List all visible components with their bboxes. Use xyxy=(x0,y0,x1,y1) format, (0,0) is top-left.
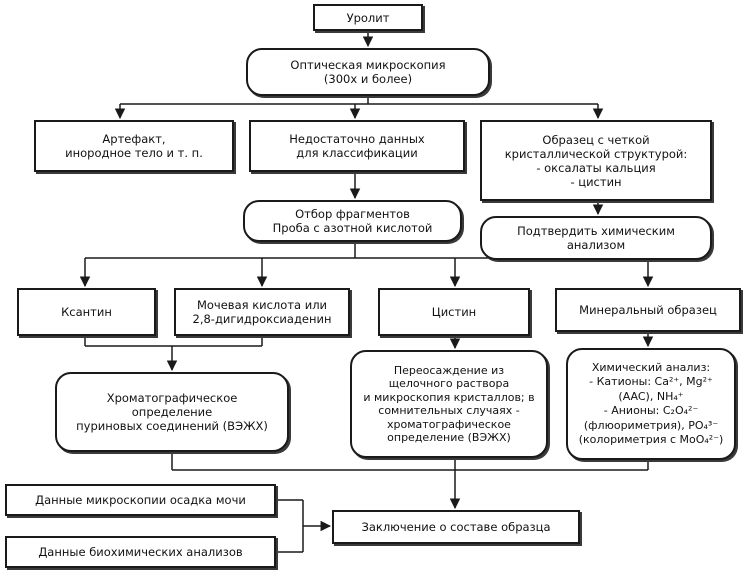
node-conclusion: Заключение о составе образца xyxy=(332,510,580,544)
node-confirm-chemical: Подтвердить химическим анализом xyxy=(480,216,712,260)
node-reprecipitation: Переосаждение из щелочного раствора и ми… xyxy=(350,350,548,458)
node-mineral-sample: Минеральный образец xyxy=(555,288,741,332)
node-artifact-label: Артефакт, инородное тело и т. п. xyxy=(65,132,203,160)
node-crystalline-sample: Образец с четкой кристаллической структу… xyxy=(480,120,712,201)
node-crystalline-label: Образец с четкой кристаллической структу… xyxy=(504,132,688,189)
node-cystine-label: Цистин xyxy=(431,305,477,319)
node-reprecipitation-label: Переосаждение из щелочного раствора и ми… xyxy=(363,363,535,445)
node-xanthine: Ксантин xyxy=(17,288,156,336)
node-insufficient-label: Недостаточно данных для классификации xyxy=(289,132,425,160)
node-uric-label: Мочевая кислота или 2,8-дигидроксиаденин xyxy=(192,298,332,326)
node-conclusion-label: Заключение о составе образца xyxy=(361,520,551,534)
node-urolith-label: Уролит xyxy=(346,10,390,25)
node-chemical-analysis: Химический анализ: - Катионы: Ca²⁺, Mg²⁺… xyxy=(566,348,736,460)
node-selection-label: Отбор фрагментов Проба с азотной кислото… xyxy=(272,207,433,235)
node-confirm-label: Подтвердить химическим анализом xyxy=(517,224,675,252)
node-chemical-label: Химический анализ: - Катионы: Ca²⁺, Mg²⁺… xyxy=(578,360,724,447)
node-optical-label: Оптическая микроскопия (300х и более) xyxy=(290,58,446,86)
node-urine-label: Данные микроскопии осадка мочи xyxy=(35,493,246,507)
node-fragment-selection: Отбор фрагментов Проба с азотной кислото… xyxy=(243,200,462,242)
node-chromatography-label: Хроматографическое определение пуриновых… xyxy=(76,391,268,433)
node-biochemical-data: Данные биохимических анализов xyxy=(5,536,276,568)
node-chromatography: Хроматографическое определение пуриновых… xyxy=(55,372,289,452)
node-cystine: Цистин xyxy=(378,288,530,336)
node-urolith: Уролит xyxy=(313,4,423,31)
node-biochem-label: Данные биохимических анализов xyxy=(38,545,243,559)
node-xanthine-label: Ксантин xyxy=(61,305,112,319)
node-mineral-label: Минеральный образец xyxy=(579,303,717,317)
node-uric-acid: Мочевая кислота или 2,8-дигидроксиаденин xyxy=(174,288,350,336)
node-insufficient-data: Недостаточно данных для классификации xyxy=(249,120,465,172)
node-optical-microscopy: Оптическая микроскопия (300х и более) xyxy=(246,48,490,96)
node-artifact: Артефакт, инородное тело и т. п. xyxy=(34,120,234,172)
node-urine-microscopy: Данные микроскопии осадка мочи xyxy=(5,484,276,516)
